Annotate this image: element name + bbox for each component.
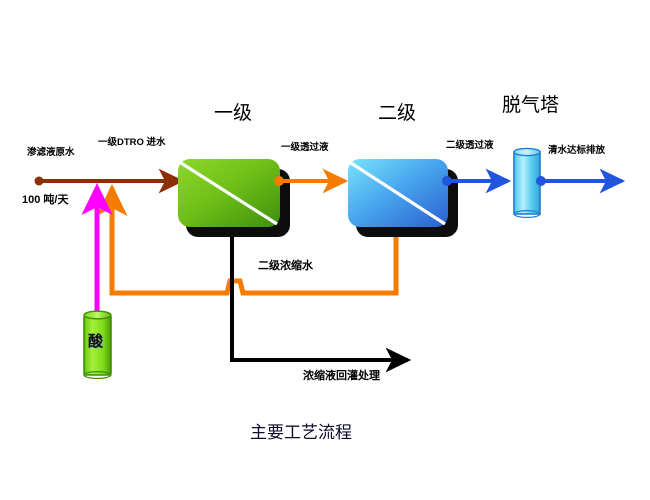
label-concentrate-return: 浓缩液回灌处理 [303, 370, 380, 382]
label-stage1-permeate: 一级透过液 [281, 142, 329, 153]
label-stage1-feed: 一级DTRO 进水 [98, 137, 166, 148]
label-raw-water: 渗滤液原水 [27, 147, 75, 158]
stage2-concentrate-return-path [96, 183, 399, 296]
raw-water-feed-line [34, 168, 185, 194]
label-stage2-permeate: 二级透过液 [446, 140, 494, 151]
heading-degas-tower: 脱气塔 [502, 95, 560, 116]
stage-1-membrane-unit[interactable] [178, 159, 290, 237]
stage-2-membrane-unit[interactable] [348, 159, 458, 237]
label-clean-discharge: 清水达标排放 [548, 145, 606, 156]
heading-stage-two: 二级 [378, 103, 417, 124]
heading-stage-one: 一级 [214, 103, 253, 124]
label-stage2-concentrate: 二级浓缩水 [258, 260, 313, 272]
label-flow-rate: 100 吨/天 [22, 194, 69, 206]
acid-tank-unit[interactable] [83, 310, 112, 380]
label-acid-tank: 酸 [88, 333, 104, 350]
degassing-tower-unit[interactable] [513, 147, 546, 219]
diagram-title: 主要工艺流程 [250, 423, 352, 442]
feed-origin-dot [34, 176, 44, 186]
